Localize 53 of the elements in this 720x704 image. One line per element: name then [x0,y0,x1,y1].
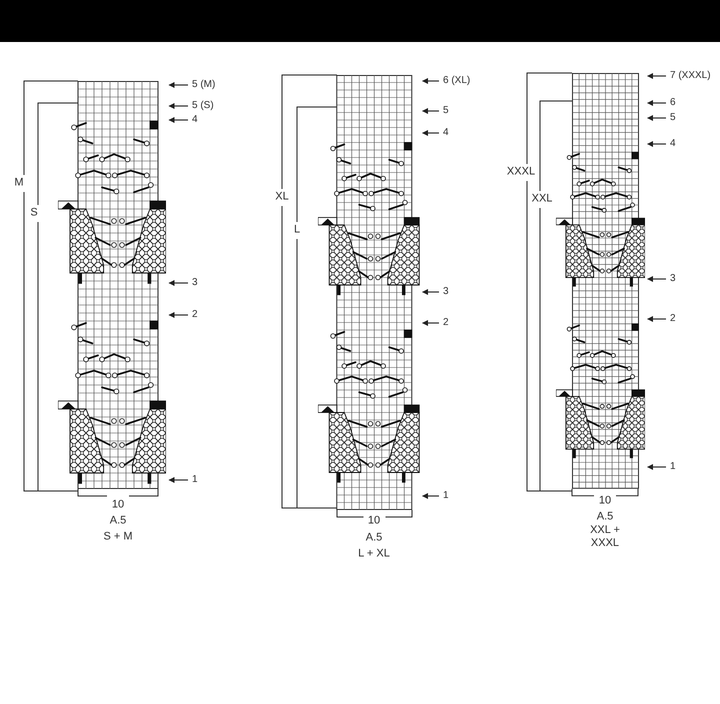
row-number: 2 [443,317,449,329]
row-number: 3 [192,277,198,289]
arrow [168,477,188,483]
chart-name: A.5 [366,532,382,544]
arrow [647,100,666,106]
stitch-count-label: 10 [598,494,612,508]
row-number: 5 (S) [192,100,214,112]
size-label: XL [275,190,289,204]
arrow [168,82,188,88]
row-number: 2 [670,313,676,325]
row-number: 6 [670,97,676,109]
arrow [422,130,439,136]
arrow [647,141,666,147]
arrow [647,316,666,322]
row-number: 5 (M) [192,79,216,91]
row-number: 2 [192,309,198,321]
chart-name: A.5 [110,514,126,528]
stitch-count-label: 10 [112,498,124,512]
arrow [422,78,439,84]
arrow [647,276,666,282]
row-number: 5 [443,105,449,117]
size-label: XXXL [506,166,536,178]
arrow [647,73,666,79]
arrow [168,117,188,123]
arrow [647,115,666,121]
arrow [647,464,666,470]
arrow [422,320,439,326]
size-label: XXL [532,192,552,206]
chart-name: A.5 [596,510,614,524]
row-number: 3 [670,273,676,285]
arrow [168,103,188,109]
arrow [168,280,188,286]
size-caption: S + M [103,530,133,544]
row-number: 5 [670,112,676,124]
size-label: L [294,224,300,236]
stitch-count-label: 10 [368,514,380,528]
row-number: 3 [443,286,449,298]
size-label: S [30,206,38,220]
row-number: 4 [670,138,676,150]
arrow [168,312,188,318]
row-number: 1 [443,490,449,502]
arrow [422,289,439,295]
row-number: 1 [192,474,198,486]
arrow [422,493,439,499]
arrow [422,108,439,114]
row-number: 1 [670,461,676,473]
row-number: 4 [192,114,198,126]
size-caption: XXL + XXXL [589,524,621,550]
row-number: 7 (XXXL) [670,70,711,82]
row-number: 4 [443,127,449,139]
size-label: M [14,176,24,190]
size-caption: L + XL [358,548,390,560]
row-number: 6 (XL) [443,75,470,87]
